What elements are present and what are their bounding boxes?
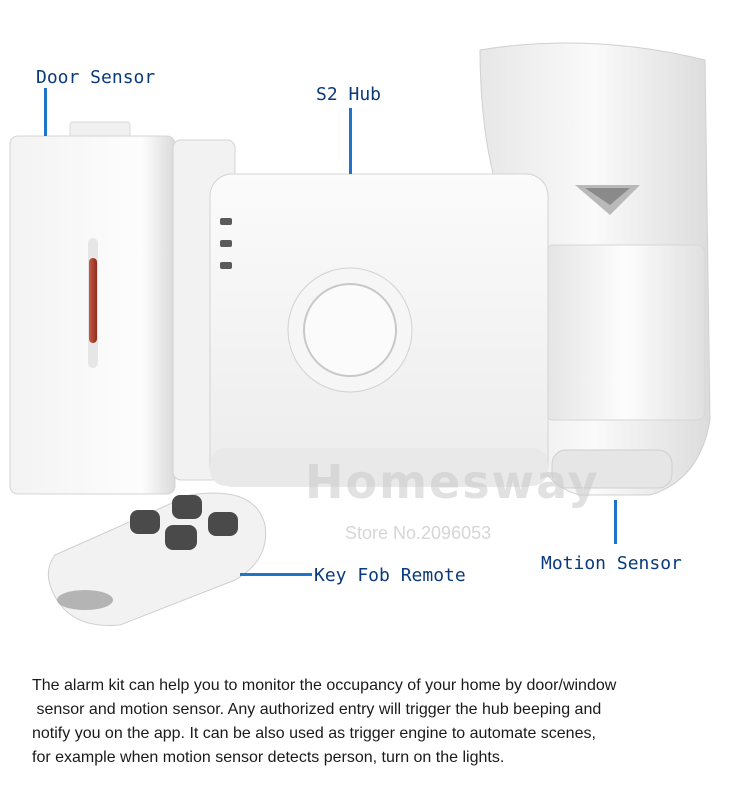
key-fob-pointer [240,573,312,576]
hub-pointer [349,108,352,174]
s2-hub-device [209,173,549,487]
description-line: The alarm kit can help you to monitor th… [32,677,617,694]
key-fob-device [47,492,267,626]
door-sensor-pointer [44,88,47,136]
hub-label: S2 Hub [316,84,382,105]
key-fob-label: Key Fob Remote [314,565,466,586]
store-watermark: Store No.2096053 [345,523,492,543]
door-sensor-label: Door Sensor [36,67,156,88]
description-line: sensor and motion sensor. Any authorized… [32,701,602,718]
brand-watermark: Homesway [305,455,600,509]
motion-sensor-label: Motion Sensor [541,553,682,574]
description-line: for example when motion sensor detects p… [32,749,505,766]
product-photo: Homesway Store No.2096053 Door Sensor S2… [9,42,711,626]
description-line: notify you on the app. It can be also us… [32,725,596,742]
product-description: The alarm kit can help you to monitor th… [32,674,722,770]
motion-sensor-pointer [614,500,617,544]
